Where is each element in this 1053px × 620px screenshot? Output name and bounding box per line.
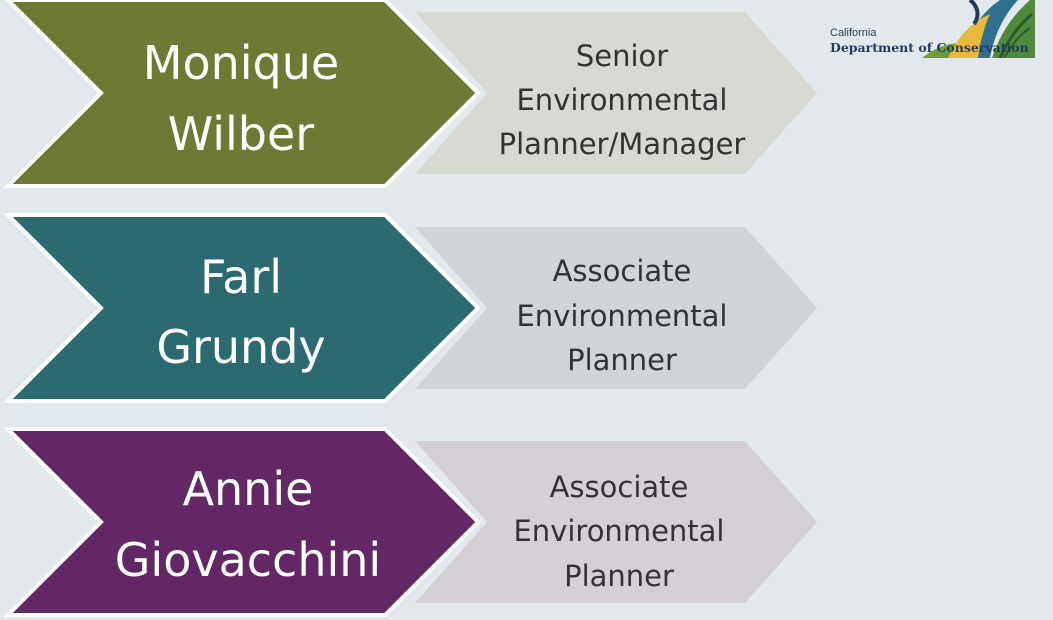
- name-chevron: [3, 213, 481, 403]
- job-title-line-2: Environmental: [513, 514, 724, 548]
- job-title-line-3: Planner/Manager: [499, 127, 746, 161]
- title-chevron: [415, 12, 817, 174]
- logo-department-text: Department of Conservation: [830, 40, 1029, 55]
- staff-row-3: Annie Giovacchini Associate Environmenta…: [3, 427, 817, 617]
- person-name-line-1: Annie: [183, 462, 314, 516]
- person-name-line-1: Farl: [200, 250, 282, 304]
- landscape-logo-icon: [922, 0, 1035, 58]
- job-title-line-2: Environmental: [516, 83, 727, 117]
- job-title-line-1: Senior: [576, 39, 668, 73]
- title-chevron: [415, 441, 817, 603]
- person-name-line-1: Monique: [143, 36, 339, 90]
- staff-row-2: Farl Grundy Associate Environmental Plan…: [3, 213, 817, 403]
- person-name-line-2: Giovacchini: [115, 533, 381, 587]
- person-name-line-2: Grundy: [156, 320, 325, 374]
- job-title-line-1: Associate: [553, 254, 692, 288]
- job-title-line-3: Planner: [567, 343, 677, 377]
- logo-state-text: California: [830, 27, 877, 39]
- person-name-line-2: Wilber: [168, 107, 315, 161]
- job-title-line-1: Associate: [550, 470, 689, 504]
- title-chevron: [415, 227, 817, 389]
- job-title-line-3: Planner: [564, 559, 674, 593]
- staff-row-1: Monique Wilber Senior Environmental Plan…: [3, 0, 817, 188]
- department-logo: California Department of Conservation: [830, 0, 1035, 60]
- name-chevron: [3, 0, 481, 188]
- job-title-line-2: Environmental: [516, 299, 727, 333]
- name-chevron: [3, 427, 481, 617]
